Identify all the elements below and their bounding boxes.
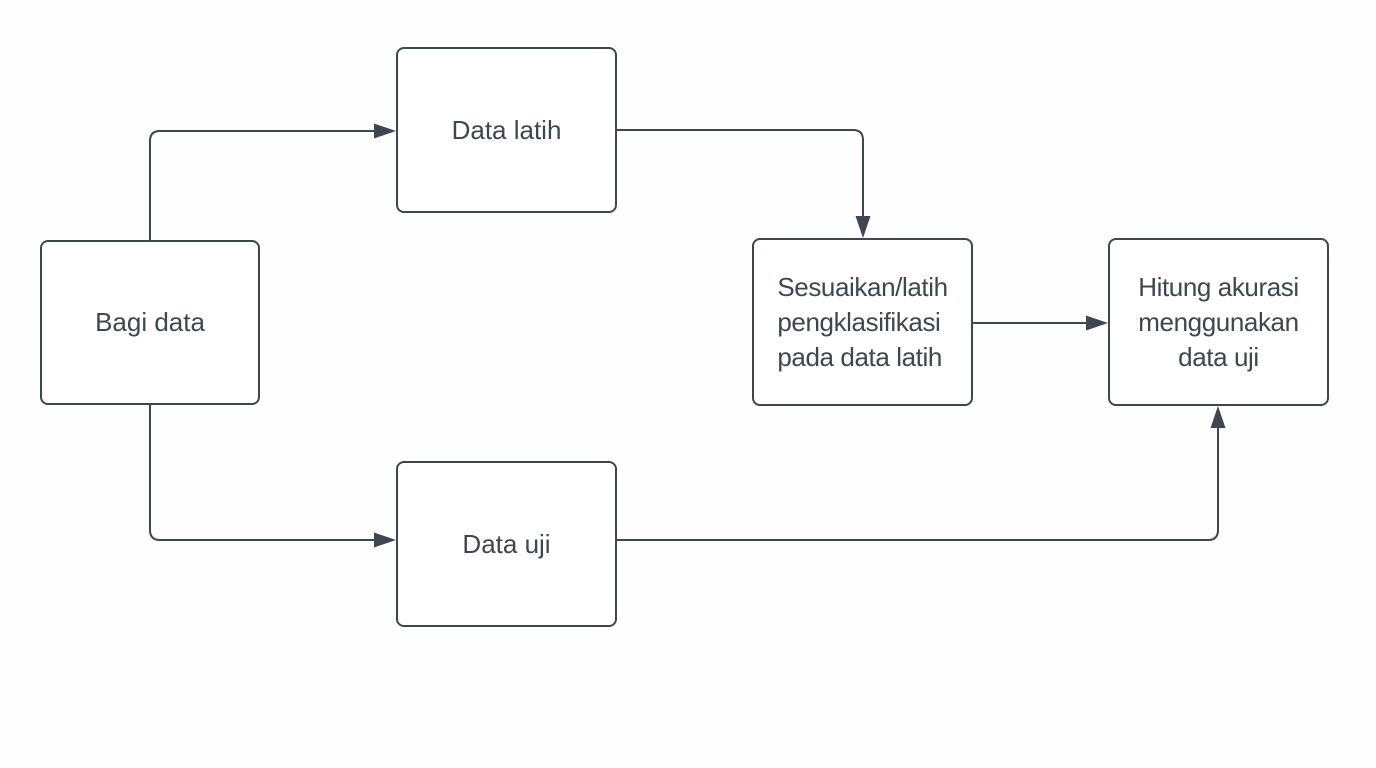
- node-sesuaikan-latih-pengklasifikasi[interactable]: Sesuaikan/latih pengklasifikasi pada dat…: [752, 238, 973, 406]
- edge-sesuaikan-to-hitung-akurasi: [973, 315, 1108, 331]
- node-bagi-data-label: Bagi data: [95, 307, 205, 337]
- edge-data-latih-to-sesuaikan: [617, 129, 871, 238]
- edge-bagi-data-to-data-latih: [149, 123, 396, 240]
- node-bagi-data[interactable]: Bagi data: [40, 240, 260, 405]
- arrowhead-icon: [374, 532, 396, 548]
- arrowhead-icon: [855, 216, 871, 238]
- node-data-uji-label: Data uji: [462, 528, 551, 559]
- node-hitung-akurasi-label: Hitung akurasi menggunakan data uji: [1138, 271, 1299, 372]
- node-data-uji[interactable]: Data uji: [396, 461, 617, 627]
- arrowhead-icon: [374, 123, 396, 139]
- node-data-latih-label: Data latih: [451, 114, 562, 145]
- node-hitung-akurasi[interactable]: Hitung akurasi menggunakan data uji: [1108, 238, 1329, 406]
- edge-data-uji-to-hitung-akurasi: [617, 406, 1226, 541]
- arrowhead-icon: [1210, 406, 1226, 428]
- edge-bagi-data-to-data-uji: [149, 405, 396, 548]
- node-data-latih[interactable]: Data latih: [396, 47, 617, 213]
- arrowhead-icon: [1086, 315, 1108, 331]
- node-sesuaikan-latih-pengklasifikasi-label: Sesuaikan/latih pengklasifikasi pada dat…: [777, 271, 948, 372]
